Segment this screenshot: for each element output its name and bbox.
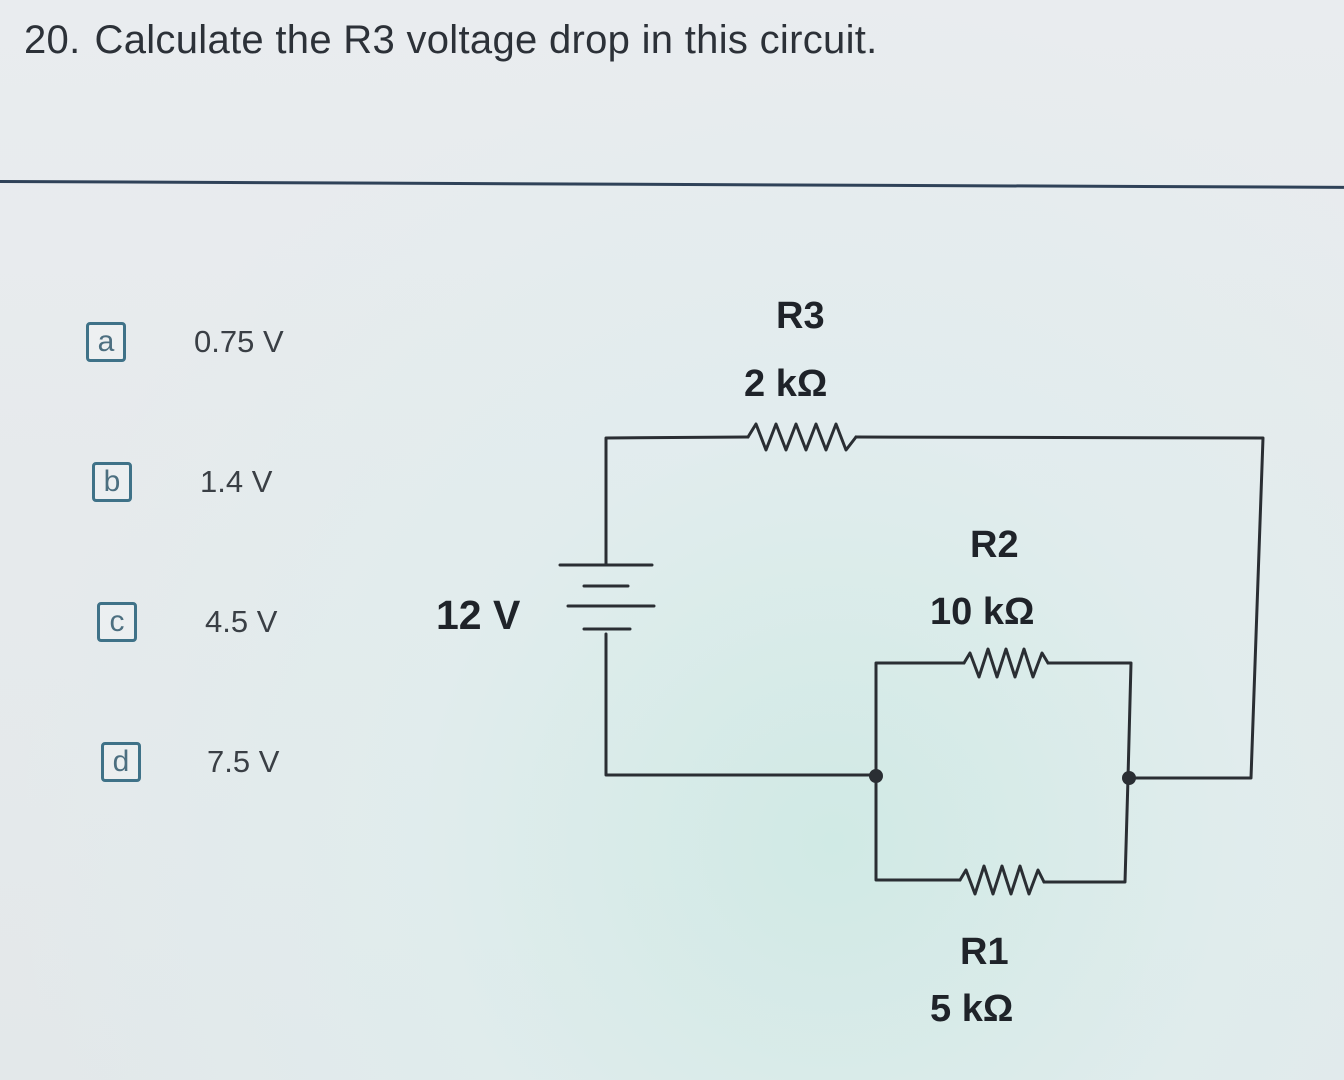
r1-name-label: R1 — [960, 931, 1009, 973]
option-key-b[interactable]: b — [92, 462, 132, 502]
answer-option-b[interactable]: b 1.4 V — [92, 462, 272, 502]
question-title: 20. Calculate the R3 voltage drop in this… — [24, 18, 878, 63]
wire-r2-left — [874, 661, 966, 777]
answer-option-c[interactable]: c 4.5 V — [97, 602, 277, 642]
option-key-a[interactable]: a — [86, 322, 126, 362]
answer-option-a[interactable]: a 0.75 V — [86, 322, 284, 362]
wire-bottom-left — [604, 632, 878, 777]
r1-value-label: 5 kΩ — [930, 988, 1013, 1030]
junction-node-right — [1122, 771, 1136, 785]
option-value-c[interactable]: 4.5 V — [205, 604, 278, 639]
wire-top-left — [604, 435, 750, 567]
wire-r1-left — [874, 773, 962, 882]
option-key-d[interactable]: d — [101, 742, 141, 782]
r3-name-label: R3 — [776, 295, 825, 337]
r3-value-label: 2 kΩ — [744, 363, 827, 405]
r2-resistor-symbol — [962, 647, 1050, 679]
question-number: 20. — [24, 18, 81, 62]
r2-value-label: 10 kΩ — [930, 591, 1034, 633]
option-value-a[interactable]: 0.75 V — [194, 324, 284, 359]
answer-option-d[interactable]: d 7.5 V — [101, 742, 279, 782]
wire-r1-right — [1042, 776, 1130, 884]
r1-resistor-symbol — [958, 864, 1046, 896]
wire-top-right — [854, 435, 1265, 780]
source-voltage-label: 12 V — [436, 592, 521, 638]
wire-r2-right — [1046, 661, 1133, 780]
junction-node-left — [869, 769, 883, 783]
r3-resistor-symbol — [746, 422, 858, 452]
option-value-d[interactable]: 7.5 V — [207, 744, 280, 779]
battery-symbol — [558, 563, 656, 631]
option-key-c[interactable]: c — [97, 602, 137, 642]
question-text: Calculate the R3 voltage drop in this ci… — [94, 18, 878, 62]
option-value-b[interactable]: 1.4 V — [200, 464, 273, 499]
r2-name-label: R2 — [970, 524, 1019, 566]
